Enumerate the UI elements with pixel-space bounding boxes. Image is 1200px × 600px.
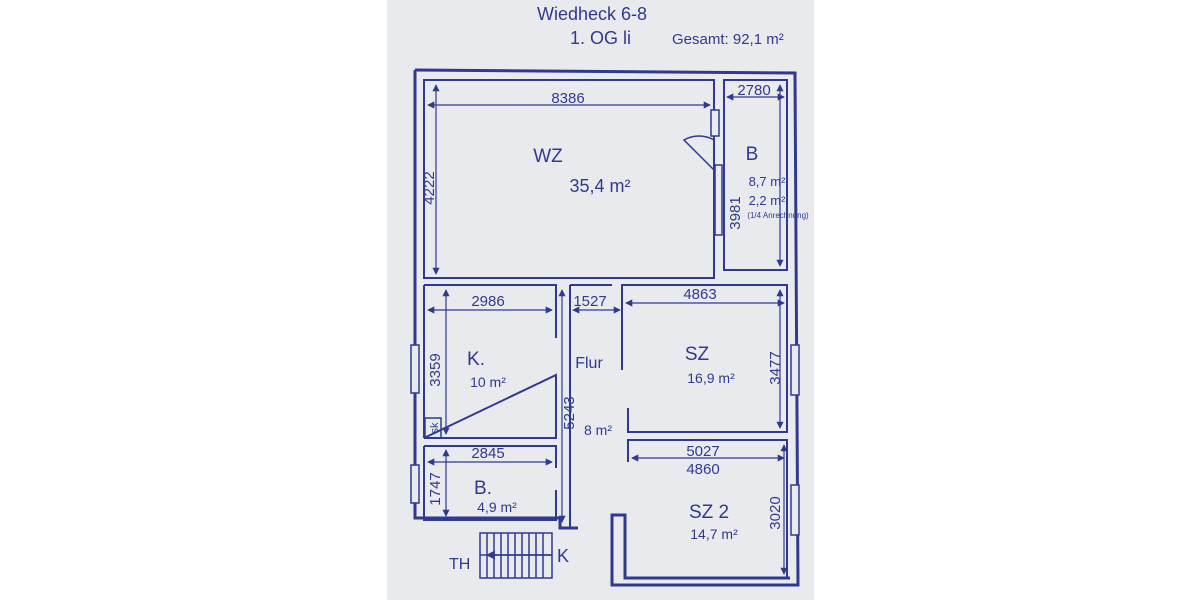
dim-b2-width-label: 2845 [471, 445, 504, 462]
window-wz-right [710, 109, 720, 137]
room-sz2-label: SZ 2 [689, 502, 729, 523]
sk-label: sk [429, 422, 441, 434]
room-b1-note: (1/4 Anrechnung) [747, 211, 809, 220]
dim-sz-height-label: 3477 [767, 351, 784, 384]
room-flur-label: Flur [575, 355, 603, 372]
windows [410, 109, 800, 536]
dim-sz2-height-label: 3020 [767, 496, 784, 529]
dim-k-width-label: 2986 [471, 293, 504, 310]
dim-b2-height-label: 1747 [427, 472, 444, 505]
window-b2 [410, 464, 420, 504]
room-sz-area: 16,9 m² [687, 370, 735, 386]
dimension-lines [427, 84, 788, 575]
room-b1-area-secondary: 2,2 m² [749, 193, 787, 208]
dim-wz-height-label: 4222 [421, 171, 438, 204]
window-sz [790, 344, 800, 396]
room-flur-area: 8 m² [584, 422, 612, 438]
wz-wall [423, 79, 715, 279]
room-sz-label: SZ [685, 344, 710, 365]
dim-b1-height-label: 3981 [727, 196, 744, 229]
walls [413, 68, 800, 587]
room-wz-label: WZ [533, 146, 563, 167]
room-sz2-area: 14,7 m² [690, 526, 738, 542]
room-wz-area: 35,4 m² [569, 176, 630, 196]
dim-flur-width-label: 1527 [573, 293, 606, 310]
k-wall-bottom [423, 373, 557, 439]
room-k-area: 10 m² [470, 374, 506, 390]
dim-k-height-label: 3359 [427, 353, 444, 386]
dim-sz2-width-label: 4860 [686, 461, 719, 478]
room-k-label: K. [467, 349, 485, 370]
room-b2-area: 4,9 m² [477, 499, 517, 515]
outer-wall-right [414, 68, 800, 587]
sz-wall [621, 284, 788, 433]
window-wz-b [714, 164, 723, 236]
total-area-label: Gesamt: 92,1 m² [672, 31, 784, 48]
th-label: TH [449, 556, 470, 573]
b2-wall-top [424, 445, 557, 468]
b2-wall-bottom [423, 446, 557, 521]
sk-box [424, 417, 442, 439]
b1-wall [723, 79, 788, 271]
address-title: Wiedheck 6-8 [537, 4, 647, 24]
room-b1-label: B [746, 144, 759, 165]
dim-flur-length-label: 5243 [561, 396, 578, 429]
dim-b1-width-label: 2780 [737, 82, 770, 99]
k-stair-label: K [557, 546, 569, 566]
k-wall-top [424, 284, 557, 338]
floor-label: 1. OG li [570, 28, 631, 48]
dim-sz-width-label: 4863 [683, 286, 716, 303]
room-b2-label: B. [474, 478, 492, 499]
room-b1-area: 8,7 m² [749, 174, 787, 189]
window-sz2 [790, 484, 800, 536]
dim-wz-width-label: 8386 [551, 90, 584, 107]
stairs [479, 532, 553, 579]
door-swing-b [682, 135, 715, 171]
window-k [410, 344, 420, 394]
dim-sz2-width-top-label: 5027 [686, 443, 719, 460]
